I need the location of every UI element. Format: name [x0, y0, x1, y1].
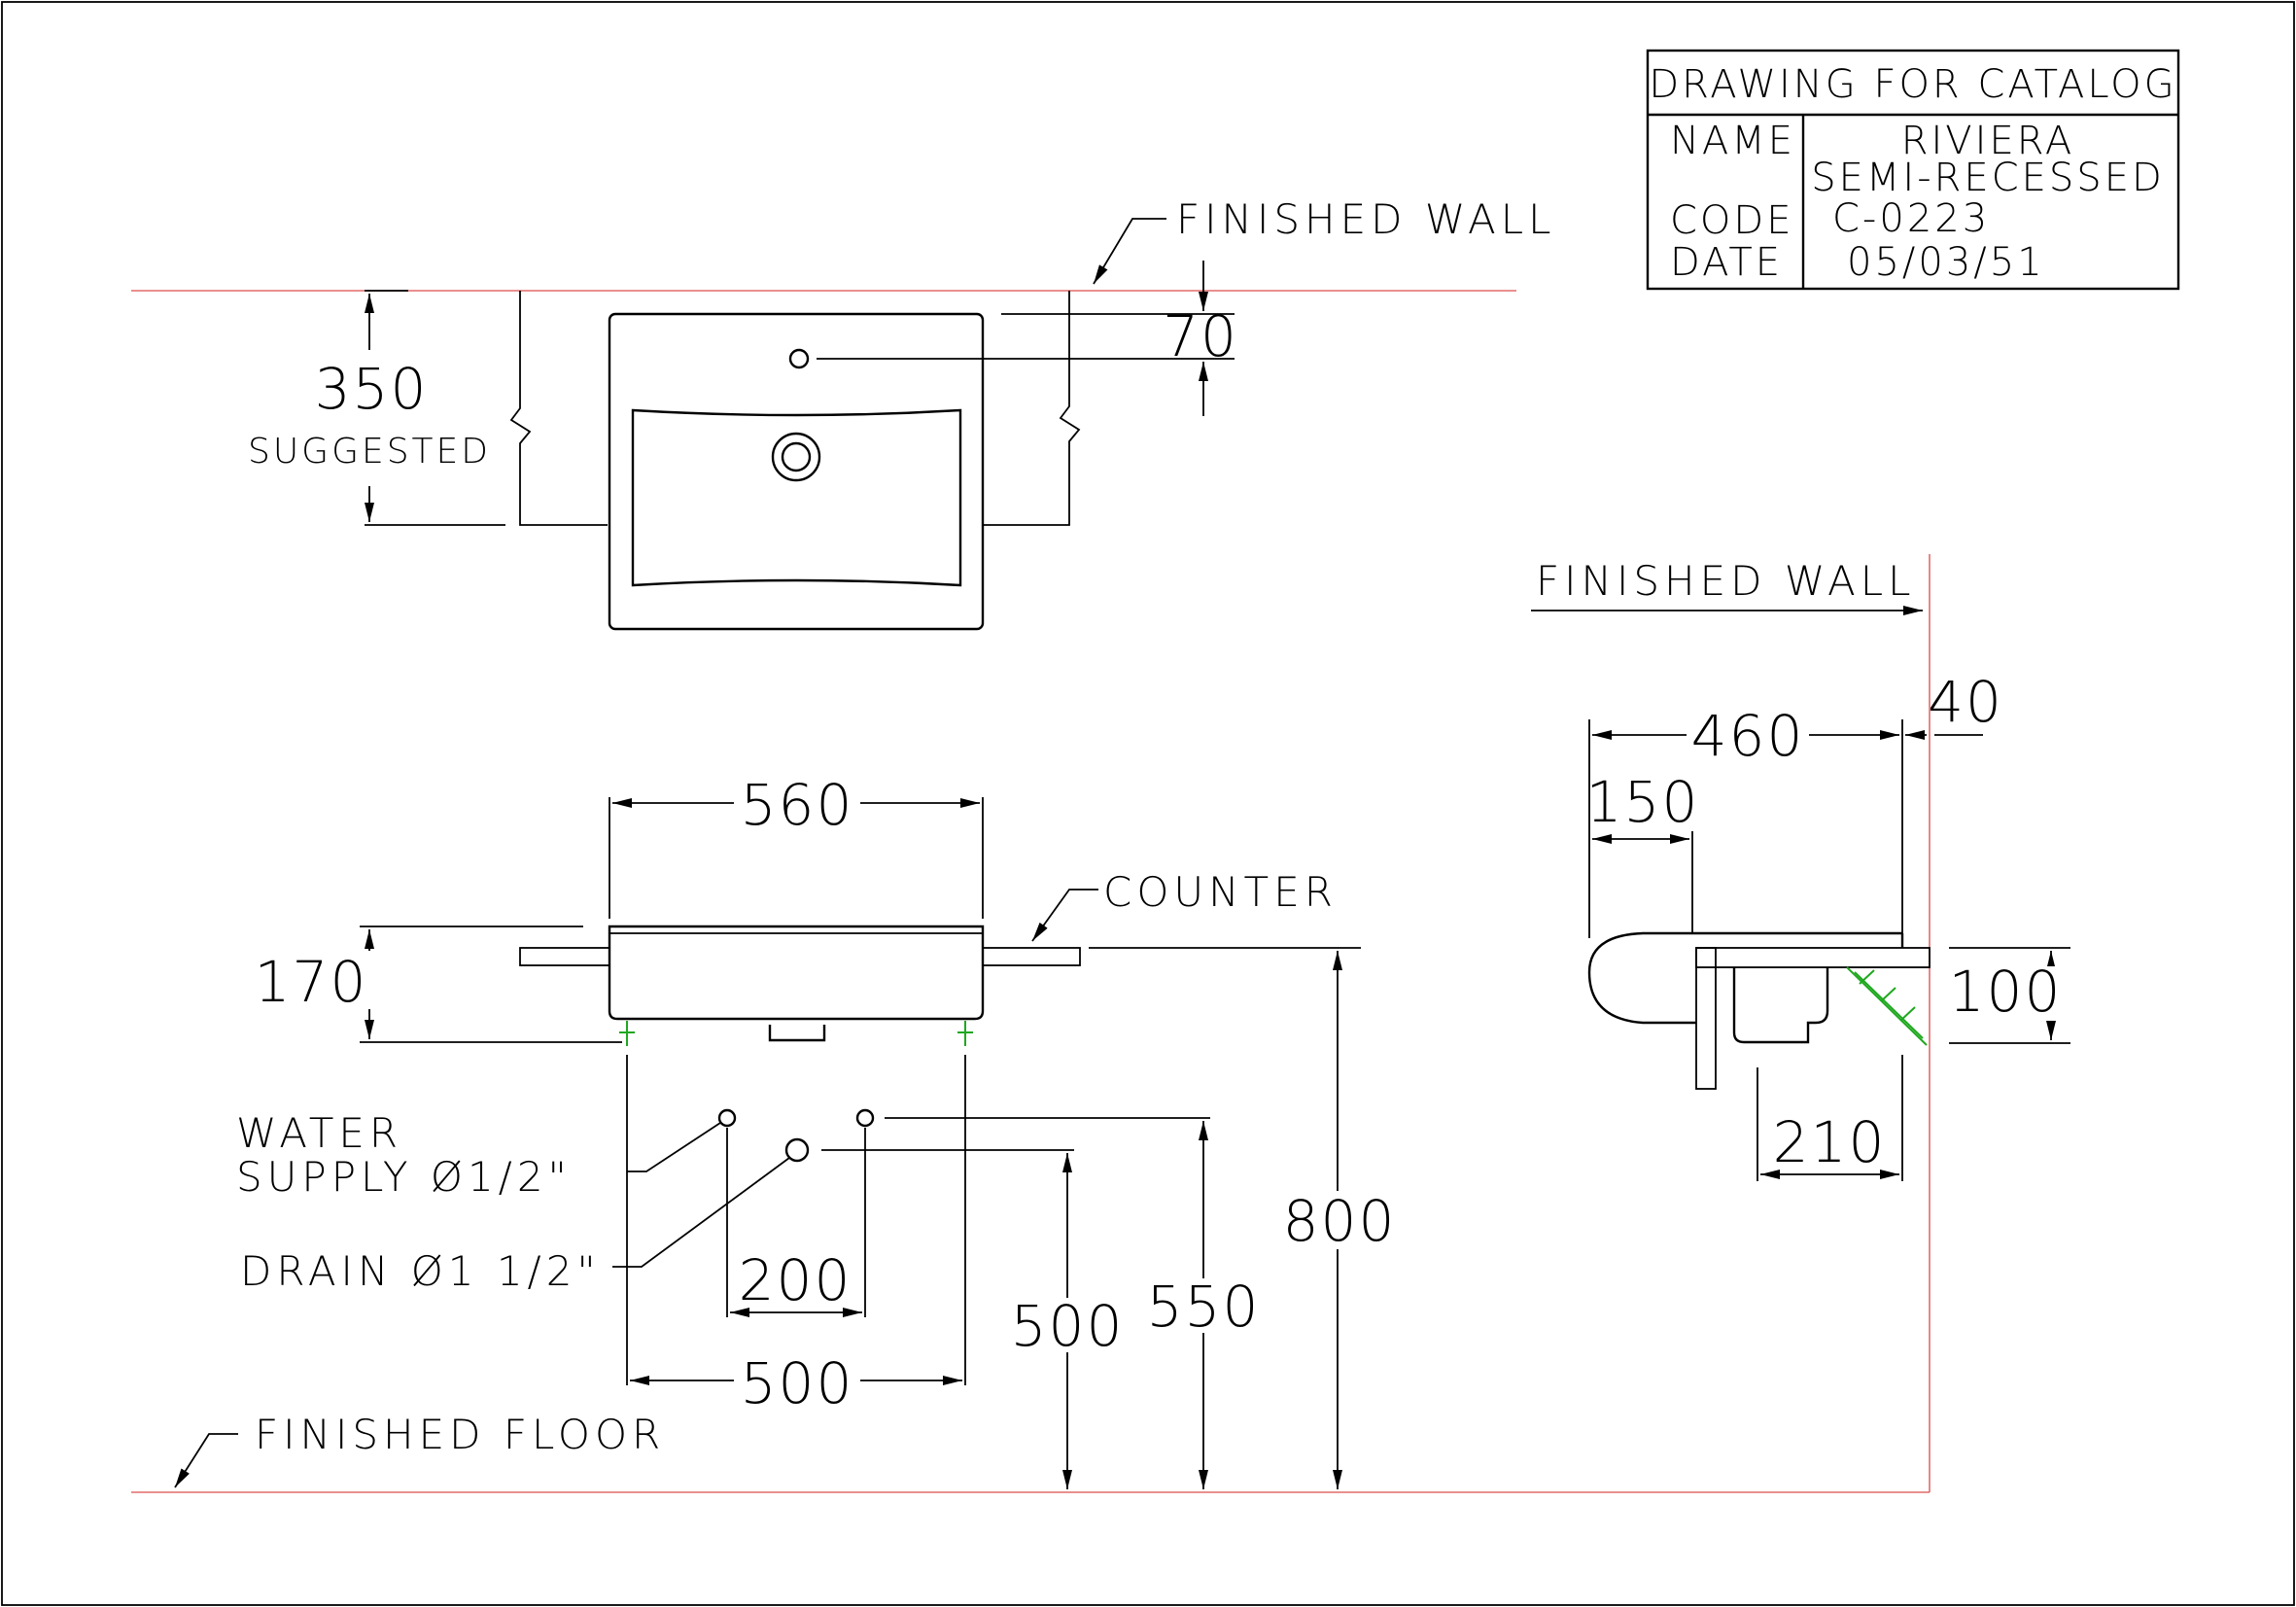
front-view: 560 COUNTER 170 800 200 500	[131, 770, 1930, 1493]
dim-70: 70	[1163, 303, 1238, 369]
basin-front	[608, 925, 985, 1021]
dim-550: 550	[1147, 1274, 1261, 1340]
basin-profile-side	[1587, 931, 1902, 1025]
title-heading: DRAWING FOR CATALOG	[1649, 62, 2176, 107]
dim-500-horizontal: 500	[741, 1350, 854, 1416]
water-supply-point-right	[855, 1108, 875, 1128]
dim-560: 560	[741, 772, 854, 838]
counter-section-top	[1695, 947, 1931, 968]
plan-view: FINISHED WALL 350 SUGGESTED 70	[131, 195, 1556, 631]
dim-500-vertical: 500	[1011, 1293, 1125, 1359]
water-supply-point-left	[717, 1108, 737, 1128]
drain-trap-front	[768, 1025, 826, 1042]
basin-bowl-plan	[631, 408, 962, 587]
date-value: 05/03/51	[1847, 240, 2045, 285]
finished-floor-label: FINISHED FLOOR	[255, 1411, 665, 1458]
date-label: DATE	[1670, 240, 1783, 285]
name-value-line-1: RIVIERA	[1901, 119, 2075, 163]
code-value: C-0223	[1832, 196, 1990, 241]
name-label: NAME	[1670, 119, 1795, 163]
name-value-line-2: SEMI-RECESSED	[1811, 156, 2165, 200]
tap-hole	[788, 348, 810, 369]
dim-460: 460	[1691, 703, 1805, 769]
drain-inner	[781, 441, 812, 472]
dim-150: 150	[1586, 769, 1700, 835]
finished-wall-label-side: FINISHED WALL	[1536, 557, 1916, 605]
counter-section-front	[1695, 947, 1717, 1090]
water-supply-label-2: SUPPLY Ø1/2"	[236, 1153, 572, 1201]
side-view: FINISHED WALL 460 40 150 100	[1531, 554, 2070, 1492]
drain-label: DRAIN Ø1 1/2"	[240, 1247, 601, 1295]
title-block: DRAWING FOR CATALOG NAME RIVIERA SEMI-RE…	[1646, 49, 2180, 291]
counter-label: COUNTER	[1103, 868, 1338, 916]
support-bracket	[1846, 966, 1928, 1046]
suggested-label: SUGGESTED	[248, 432, 491, 472]
dim-200: 200	[739, 1247, 852, 1313]
dim-350: 350	[315, 356, 429, 422]
dim-170: 170	[255, 949, 368, 1015]
bowl-under-counter	[1732, 967, 1829, 1044]
counter-left	[519, 947, 610, 966]
basin-outline-plan	[608, 312, 985, 631]
dim-800: 800	[1283, 1188, 1397, 1254]
finished-wall-label-top: FINISHED WALL	[1176, 195, 1556, 243]
water-supply-label-1: WATER	[236, 1109, 402, 1157]
drain-outer	[771, 432, 821, 482]
dim-40: 40	[1928, 669, 2003, 735]
dim-100: 100	[1949, 959, 2063, 1025]
counter-right	[982, 947, 1081, 966]
code-label: CODE	[1670, 198, 1794, 243]
dim-210: 210	[1773, 1109, 1887, 1175]
drain-point	[784, 1137, 810, 1163]
